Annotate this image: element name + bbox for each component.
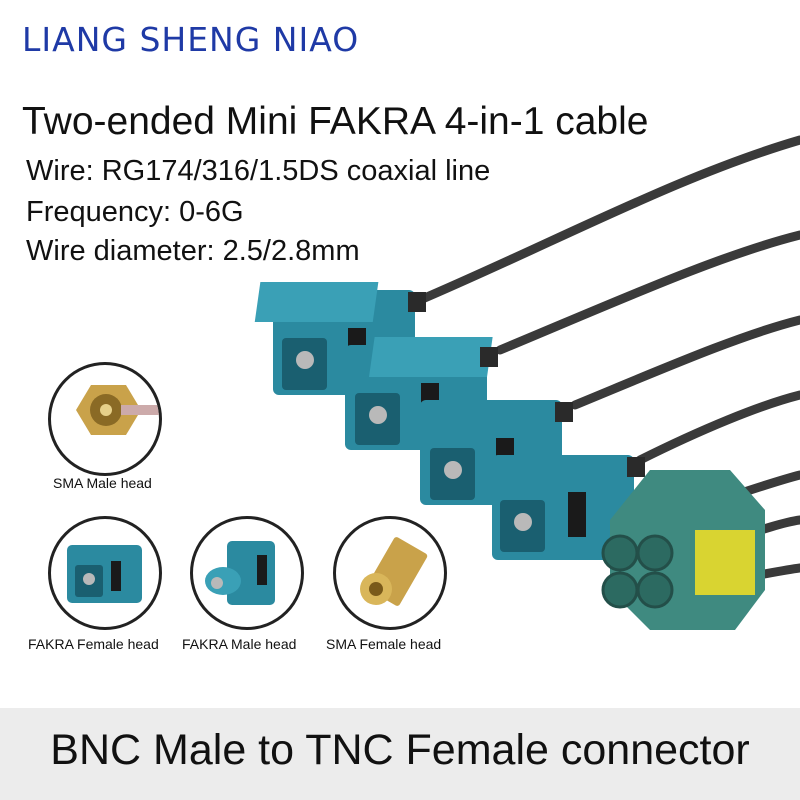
footer-caption: BNC Male to TNC Female connector [50, 726, 750, 774]
footer-banner [0, 708, 800, 800]
sma-female-head-circle [333, 516, 447, 630]
fakra-male-head-circle [190, 516, 304, 630]
sma-male-icon [76, 385, 159, 435]
product-illustration [254, 135, 800, 630]
fakra-female-label: FAKRA Female head [28, 636, 159, 652]
product-title: Two-ended Mini FAKRA 4-in-1 cable [22, 100, 649, 143]
fakra-male-label: FAKRA Male head [182, 636, 297, 652]
sma-female-label: SMA Female head [326, 636, 442, 652]
spec-frequency: Frequency: 0-6G [26, 196, 244, 228]
fakra-male-icon [205, 541, 275, 605]
fakra-female-head-circle [48, 516, 162, 630]
spec-wire: Wire: RG174/316/1.5DS coaxial line [26, 155, 491, 187]
fakra-female-icon [67, 545, 142, 603]
sma-male-label: SMA Male head [53, 475, 152, 491]
spec-diameter: Wire diameter: 2.5/2.8mm [26, 235, 360, 267]
mini-fakra-housing [601, 470, 765, 630]
sma-female-icon [360, 537, 428, 606]
sma-male-head-circle [48, 362, 162, 476]
brand-logo-text: LIANG SHENG NIAO [22, 20, 360, 59]
fakra-connector-4 [492, 455, 645, 560]
